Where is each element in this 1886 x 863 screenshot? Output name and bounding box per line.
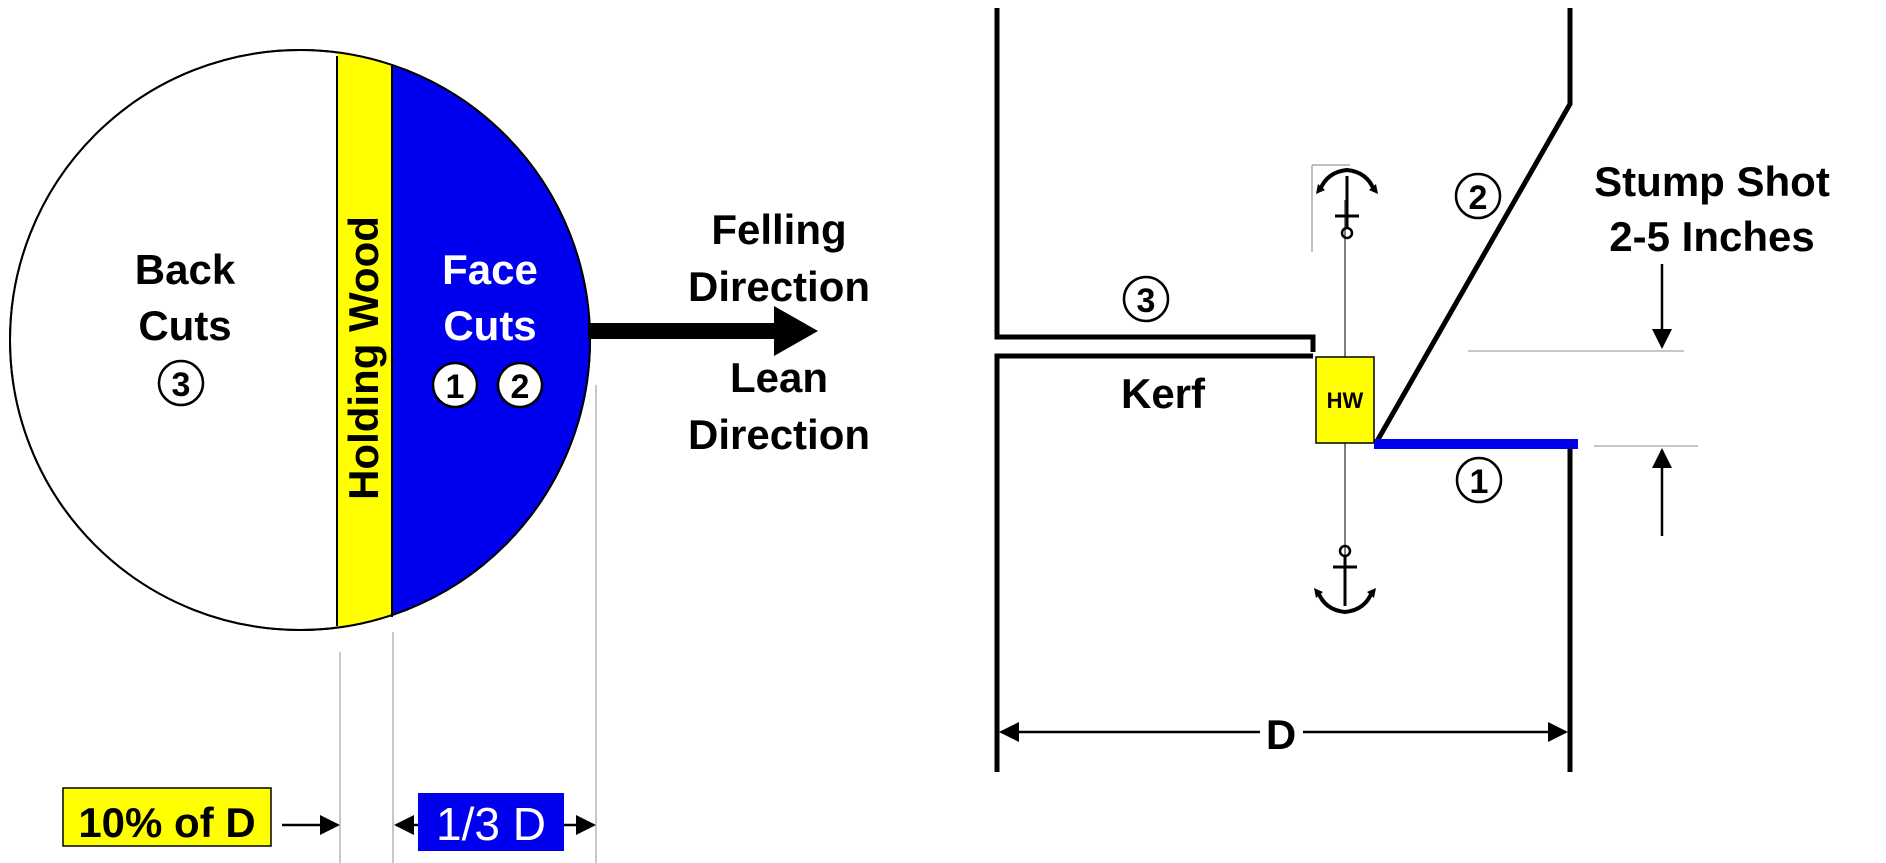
anchor-icon — [1314, 544, 1376, 615]
hinge-assembly: HW — [1311, 164, 1378, 615]
back-cuts-number: 3 — [172, 366, 191, 404]
stump-shot-dimension — [1468, 264, 1698, 536]
holding-wood-band — [337, 50, 392, 630]
one-third-label-box — [418, 793, 564, 851]
back-cuts-label-line1: Back — [135, 246, 236, 293]
face-cut-2-badge: 2 — [496, 361, 544, 409]
holding-wood-block — [1315, 356, 1375, 444]
face-cut-2-number: 2 — [511, 368, 530, 406]
stump-cross-section: Back Cuts 3 Holding Wood Face Cuts 1 2 — [9, 49, 591, 631]
top-cut-number-badge: 2 — [1454, 172, 1502, 220]
felling-direction-line2: Direction — [688, 263, 870, 310]
face-cut-1-number: 1 — [446, 368, 465, 406]
bottom-cut-number-badge: 1 — [1455, 456, 1503, 504]
anchor-icon — [1316, 167, 1378, 240]
back-cut-number-badge: 3 — [1122, 275, 1170, 323]
back-cuts-number-badge: 3 — [157, 359, 205, 407]
face-cuts-region — [392, 50, 590, 630]
ten-percent-label: 10% of D — [78, 799, 255, 846]
face-cut-1-badge: 1 — [431, 361, 479, 409]
top-cut-number: 2 — [1469, 179, 1488, 217]
trunk-left-edge — [994, 8, 1316, 772]
back-cuts-label-line2: Cuts — [138, 302, 231, 349]
stump-shot-line1: Stump Shot — [1594, 158, 1830, 205]
diameter-dimension: D — [999, 711, 1568, 758]
felling-direction-line1: Felling — [711, 206, 846, 253]
face-cuts-label-line1: Face — [442, 246, 538, 293]
back-cut-number: 3 — [1137, 282, 1156, 320]
width-guide-lines — [339, 385, 597, 863]
diameter-label: D — [1266, 711, 1296, 758]
face-cuts-label-line2: Cuts — [443, 302, 536, 349]
lean-direction-line2: Direction — [688, 411, 870, 458]
ten-percent-label-group: 10% of D — [62, 787, 340, 847]
kerf-label: Kerf — [1121, 370, 1206, 417]
tree-side-profile — [994, 8, 1578, 772]
hw-label: HW — [1327, 388, 1364, 413]
lean-direction-line1: Lean — [730, 354, 828, 401]
holding-wood-label: Holding Wood — [340, 216, 387, 500]
ten-percent-label-box — [62, 787, 272, 847]
one-third-label: 1/3 D — [436, 798, 546, 850]
stump-shot-line2: 2-5 Inches — [1609, 213, 1814, 260]
bottom-cut-number: 1 — [1470, 463, 1489, 501]
trunk-right-edge-top — [1373, 8, 1573, 445]
one-third-label-group: 1/3 D — [394, 793, 596, 851]
felling-direction-arrow — [588, 306, 818, 356]
